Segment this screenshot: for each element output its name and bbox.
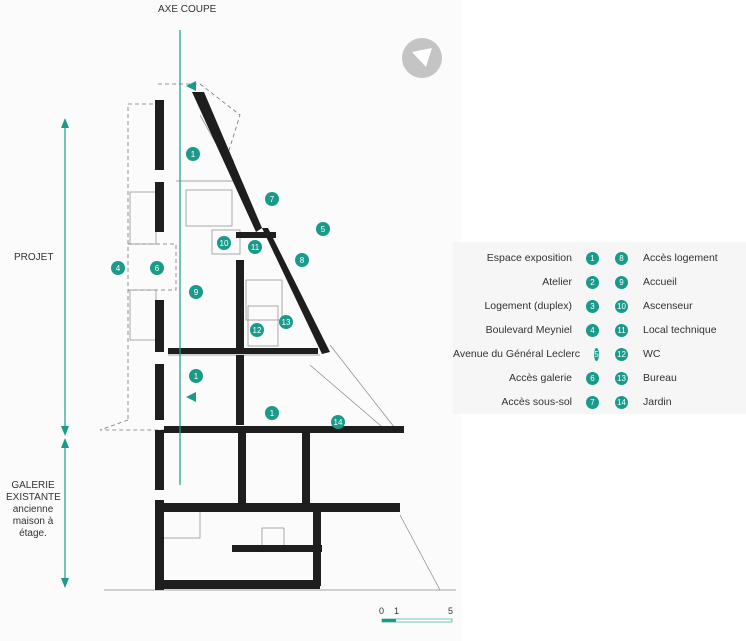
- room-marker-number: 9: [194, 288, 199, 297]
- room-marker-14: 14: [331, 415, 345, 429]
- room-marker-1: 1: [265, 406, 279, 420]
- legend-label: Accès logement: [643, 252, 718, 264]
- legend-item-5: Avenue du Général Leclerc 5: [453, 346, 599, 362]
- legend-label: Bureau: [643, 372, 677, 384]
- galerie-line2: EXISTANTE: [6, 492, 61, 503]
- legend-item-3: Logement (duplex) 3: [453, 298, 599, 314]
- legend-label: Jardin: [643, 396, 672, 408]
- legend-label: Accès galerie: [508, 372, 572, 384]
- legend-number-badge: 5: [594, 347, 599, 361]
- galerie-line4: maison à: [12, 516, 54, 527]
- scale-bar: [381, 618, 453, 623]
- section-arrow-bottom: [186, 392, 196, 402]
- room-marker-number: 13: [282, 318, 291, 327]
- room-marker-12: 12: [250, 323, 264, 337]
- room-marker-1: 1: [189, 369, 203, 383]
- legend-item-13: 13 Bureau: [615, 370, 745, 386]
- section-axis-label: AXE COUPE: [158, 4, 217, 15]
- legend-number-badge: 1: [586, 251, 599, 265]
- room-marker-number: 10: [220, 239, 229, 248]
- galerie-line5: étage.: [19, 528, 47, 539]
- north-arrow-icon: [402, 38, 442, 78]
- room-marker-number: 11: [251, 243, 260, 252]
- legend-label: Avenue du Général Leclerc: [453, 348, 581, 360]
- legend-number-badge: 3: [586, 299, 599, 313]
- dimension-arrows: [61, 118, 69, 588]
- room-marker-number: 1: [194, 372, 199, 381]
- legend-number-badge: 9: [615, 275, 628, 289]
- legend-label: Atelier: [542, 276, 572, 288]
- legend-number-badge: 6: [586, 371, 599, 385]
- room-marker-9: 9: [189, 285, 203, 299]
- room-marker-4: 4: [111, 261, 125, 275]
- room-marker-5: 5: [316, 222, 330, 236]
- legend-item-2: Atelier 2: [453, 274, 599, 290]
- legend-item-1: Espace exposition 1: [453, 250, 599, 266]
- room-marker-number: 8: [300, 256, 305, 265]
- scale-label-1: 1: [394, 606, 400, 616]
- legend-number-badge: 2: [586, 275, 599, 289]
- galerie-label: GALERIE EXISTANTE ancienne maison à étag…: [6, 480, 61, 540]
- legend-number-badge: 14: [615, 395, 628, 409]
- legend-number-badge: 4: [586, 323, 599, 337]
- legend-item-12: 12 WC: [615, 346, 745, 362]
- room-marker-number: 1: [191, 150, 196, 159]
- legend-label: Accès sous-sol: [501, 396, 572, 408]
- legend-label: Local technique: [643, 324, 717, 336]
- walls: [155, 92, 404, 590]
- legend-label: Ascenseur: [643, 300, 693, 312]
- legend-number-badge: 13: [615, 371, 628, 385]
- room-marker-number: 12: [253, 326, 262, 335]
- room-marker-number: 14: [334, 418, 343, 427]
- legend-item-7: Accès sous-sol 7: [453, 394, 599, 410]
- legend-item-6: Accès galerie 6: [453, 370, 599, 386]
- room-marker-number: 6: [155, 264, 160, 273]
- room-marker-1: 1: [186, 147, 200, 161]
- legend-item-11: 11 Local technique: [615, 322, 745, 338]
- room-marker-10: 10: [217, 236, 231, 250]
- legend-label: Accueil: [643, 276, 677, 288]
- room-marker-6: 6: [150, 261, 164, 275]
- legend-number-badge: 12: [615, 347, 628, 361]
- legend-number-badge: 11: [615, 323, 628, 337]
- room-marker-number: 4: [116, 264, 121, 273]
- legend-label: WC: [643, 348, 661, 360]
- legend-number-badge: 8: [615, 251, 628, 265]
- scale-label-0: 0: [379, 606, 385, 616]
- galerie-line3: ancienne: [12, 504, 54, 515]
- legend-item-8: 8 Accès logement: [615, 250, 745, 266]
- legend-number-badge: 7: [586, 395, 599, 409]
- legend-item-14: 14 Jardin: [615, 394, 745, 410]
- dashed-outlines: [99, 83, 405, 431]
- galerie-line1: GALERIE: [11, 480, 55, 491]
- room-marker-11: 11: [248, 240, 262, 254]
- projet-label: PROJET: [14, 252, 54, 263]
- section-arrow-top: [186, 81, 196, 91]
- scale-label-5: 5: [448, 606, 454, 616]
- legend-item-4: Boulevard Meyniel 4: [453, 322, 599, 338]
- room-marker-8: 8: [295, 253, 309, 267]
- legend-number-badge: 10: [615, 299, 628, 313]
- room-marker-13: 13: [279, 315, 293, 329]
- room-marker-7: 7: [265, 192, 279, 206]
- room-marker-number: 7: [270, 195, 275, 204]
- legend-label: Logement (duplex): [484, 300, 572, 312]
- legend-label: Espace exposition: [486, 252, 572, 264]
- legend-label: Boulevard Meyniel: [485, 324, 572, 336]
- room-marker-number: 1: [270, 409, 275, 418]
- legend-item-10: 10 Ascenseur: [615, 298, 745, 314]
- legend-item-9: 9 Accueil: [615, 274, 745, 290]
- room-marker-number: 5: [321, 225, 326, 234]
